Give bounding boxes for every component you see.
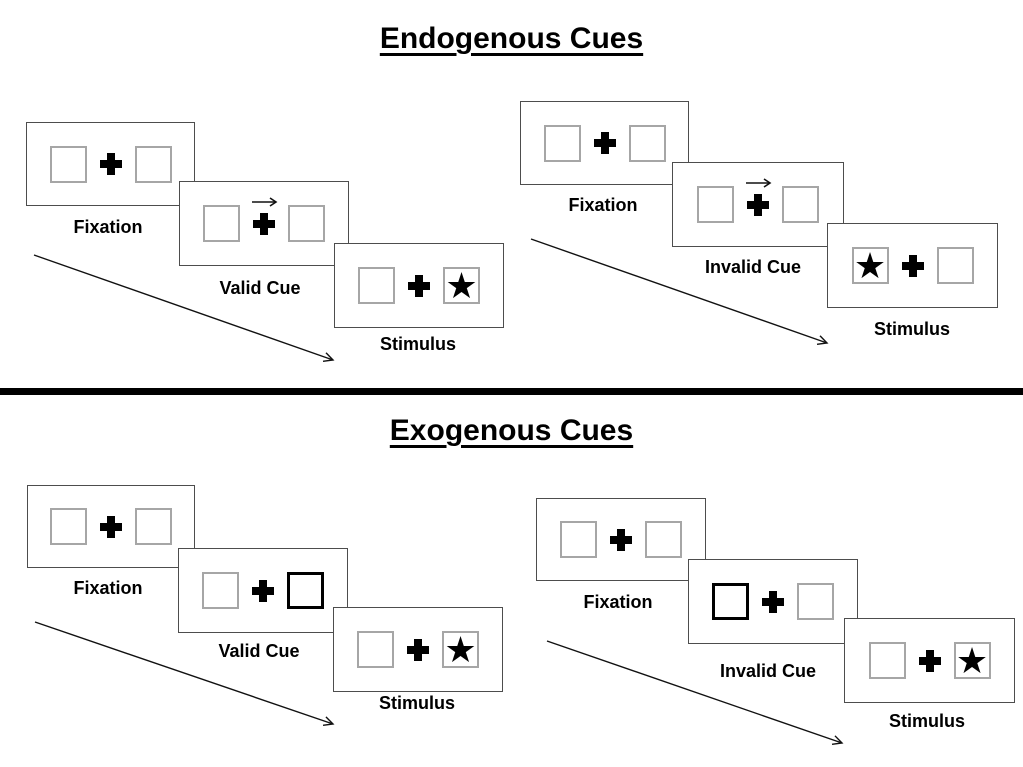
fixation-cross-icon — [918, 649, 941, 672]
fixation-cross-icon — [610, 528, 632, 551]
star-icon: ★ — [444, 628, 477, 670]
right-box — [135, 508, 172, 545]
invalid-cue-panel — [672, 162, 844, 247]
fixation-cross-icon — [762, 590, 784, 613]
panel-label: Stimulus — [379, 334, 456, 354]
fixation-cross-icon — [408, 274, 430, 297]
panel-label: Stimulus — [873, 319, 950, 339]
section-title-endogenous: Endogenous Cues — [379, 22, 644, 55]
fixation-cross-icon — [407, 638, 429, 661]
stimulus-panel: ★ — [827, 223, 998, 308]
invalid-cue-panel — [688, 559, 858, 644]
stimulus-panel: ★ — [334, 243, 504, 328]
right-box — [134, 145, 172, 183]
fixation-cross-icon — [746, 177, 772, 216]
fixation-cross-icon — [901, 254, 924, 277]
panel-label: Valid Cue — [219, 278, 301, 298]
right-box: ★ — [443, 267, 480, 304]
left-box — [560, 521, 597, 558]
fixation-panel — [26, 122, 195, 206]
section-title-exogenous: Exogenous Cues — [389, 414, 634, 447]
timeline-arrow — [546, 640, 851, 750]
panel-label: Fixation — [568, 195, 638, 215]
left-box — [203, 205, 240, 242]
right-box — [936, 247, 974, 284]
fixation-cross-icon — [593, 132, 616, 154]
fixation-panel — [536, 498, 706, 581]
panel-label: Fixation — [73, 578, 143, 598]
panel-label: Fixation — [73, 217, 143, 237]
left-box — [50, 508, 87, 545]
valid-cue-panel — [179, 181, 349, 266]
stimulus-panel: ★ — [333, 607, 503, 692]
section-divider — [0, 388, 1023, 395]
left-box — [358, 267, 395, 304]
cue-direction-arrow-icon — [746, 177, 772, 188]
right-box — [782, 186, 819, 223]
fixation-panel — [27, 485, 195, 568]
right-box: ★ — [442, 631, 479, 668]
timeline-arrow — [34, 621, 341, 731]
panel-label: Invalid Cue — [704, 257, 802, 277]
left-box — [357, 631, 394, 668]
left-box-highlighted-cue — [712, 583, 749, 620]
left-box — [697, 186, 734, 223]
panel-label: Valid Cue — [218, 641, 300, 661]
fixation-cross-icon — [252, 196, 278, 235]
fixation-cross-icon — [252, 579, 274, 602]
left-box — [868, 642, 906, 679]
right-box — [628, 124, 666, 162]
cue-direction-arrow-icon — [252, 196, 278, 207]
stimulus-panel: ★ — [844, 618, 1015, 703]
left-box — [543, 124, 581, 162]
fixation-cross-icon — [99, 153, 122, 175]
star-icon: ★ — [955, 639, 989, 681]
panel-label: Stimulus — [888, 711, 965, 731]
left-box — [202, 572, 239, 609]
left-box — [49, 145, 87, 183]
star-icon: ★ — [445, 264, 478, 306]
right-box-highlighted-cue — [287, 572, 324, 609]
panel-label: Stimulus — [378, 693, 455, 713]
right-box — [797, 583, 834, 620]
panel-label: Invalid Cue — [719, 661, 817, 681]
right-box — [288, 205, 325, 242]
right-box — [645, 521, 682, 558]
star-icon: ★ — [853, 244, 887, 286]
right-box: ★ — [953, 639, 991, 681]
timeline-arrow — [530, 238, 835, 350]
left-box: ★ — [851, 244, 889, 286]
panel-label: Fixation — [583, 592, 653, 612]
timeline-arrow — [33, 254, 340, 366]
fixation-cross-icon — [100, 515, 122, 538]
fixation-panel — [520, 101, 689, 185]
valid-cue-panel — [178, 548, 348, 633]
